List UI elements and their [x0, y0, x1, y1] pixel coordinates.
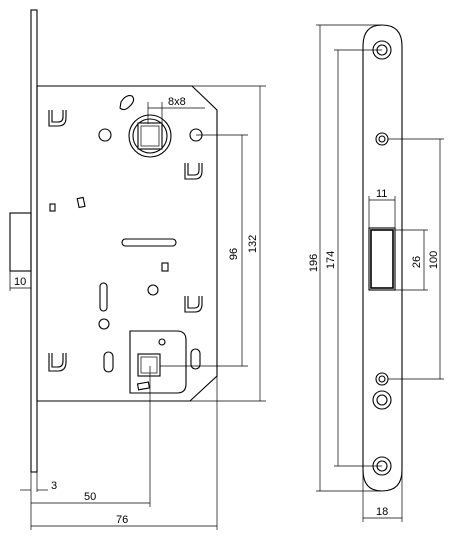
front-dimensions: 196 174 11 26 100 18 [308, 24, 444, 522]
faceplate-fixing-hole-upper [375, 132, 389, 146]
case-hole [147, 284, 159, 296]
dim-case-depth: 76 [116, 514, 128, 526]
dim-latch-projection: 10 [14, 276, 26, 288]
faceplate-hole-extra [372, 390, 392, 410]
side-dimensions: 8x8 96 132 10 3 50 76 [9, 85, 266, 530]
dim-backset: 50 [84, 491, 96, 503]
mounting-tab [184, 163, 203, 180]
dim-fixing-spacing: 100 [428, 251, 440, 269]
case-vertical-slot [103, 351, 114, 373]
bolt-opening [368, 227, 396, 291]
dim-bolt-width: 11 [376, 188, 387, 200]
dim-faceplate-thickness: 3 [51, 480, 57, 492]
case-vertical-slot [99, 282, 108, 312]
case-slot [121, 238, 177, 247]
dim-faceplate-width: 18 [376, 506, 388, 518]
faceplate-front-view [362, 24, 403, 492]
case-vertical-slot [190, 348, 201, 370]
bolt [370, 229, 394, 289]
side-faceplate [30, 9, 38, 473]
cylinder-plate [129, 330, 187, 394]
dim-case-height: 132 [247, 235, 259, 253]
case-rivet [49, 203, 56, 212]
spindle-hub [128, 114, 172, 158]
case-rivet [161, 262, 169, 272]
faceplate-fixing-hole-lower [375, 372, 389, 386]
dim-faceplate-length: 196 [308, 254, 320, 272]
dim-spindle-square: 8x8 [168, 96, 186, 108]
dim-handle-to-cylinder: 96 [228, 248, 240, 260]
case-rivet [76, 196, 86, 209]
case-hole [98, 128, 112, 142]
latch-tongue [9, 212, 32, 272]
mounting-tab [48, 353, 67, 372]
lock-body-side-view [9, 9, 218, 473]
mounting-tab [184, 296, 203, 313]
mounting-tab [48, 110, 67, 127]
spindle-top-slot [119, 95, 135, 111]
dim-bolt-height: 26 [411, 256, 423, 268]
case-hole [98, 318, 110, 330]
dim-screw-spacing: 174 [325, 251, 337, 269]
